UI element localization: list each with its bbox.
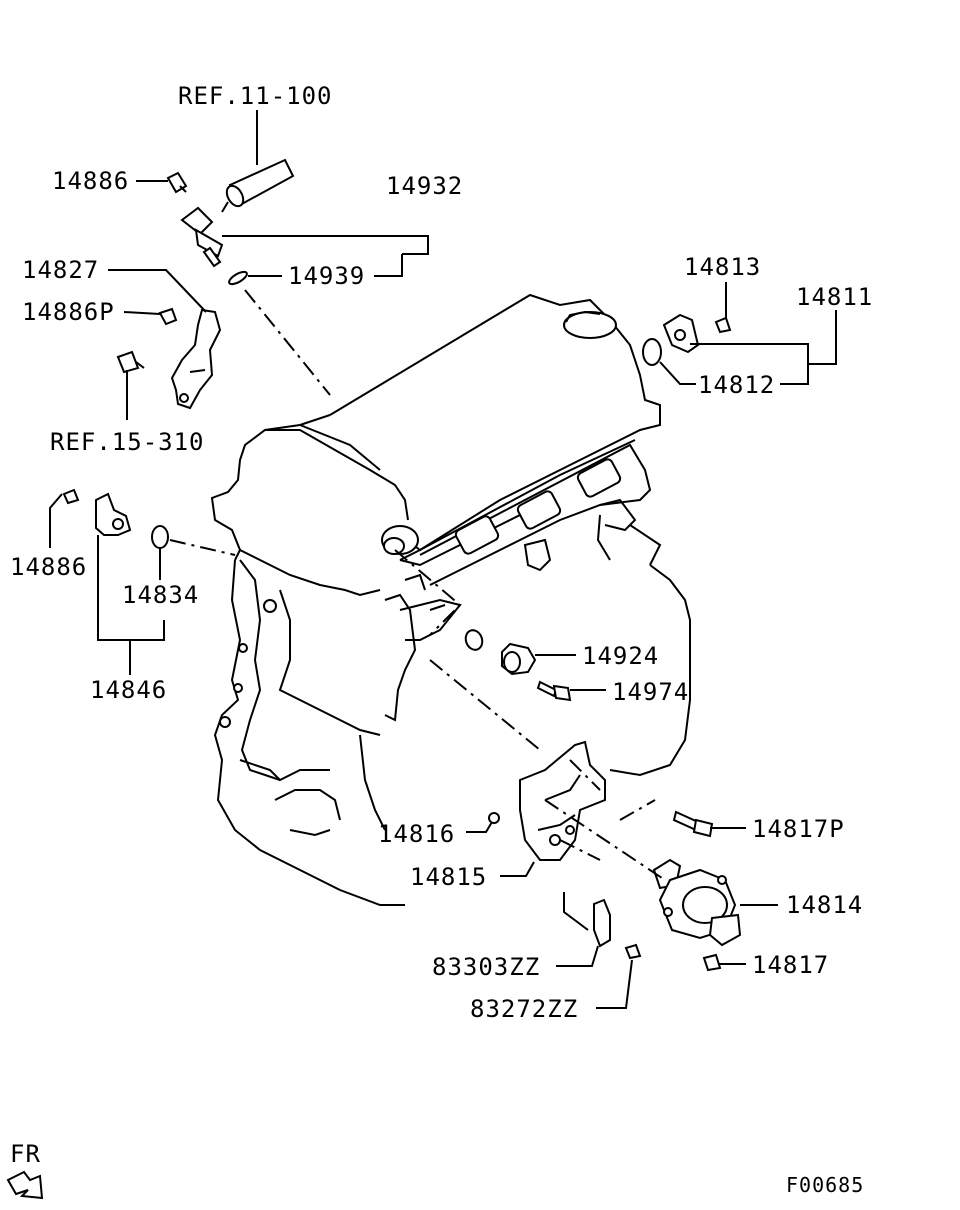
figure-code: F00685 — [786, 1173, 864, 1197]
label-14813: 14813 — [684, 253, 761, 281]
front-arrow-icon — [6, 1170, 44, 1200]
label-14932: 14932 — [386, 172, 463, 200]
stud-ref-15-310 — [116, 350, 145, 374]
oil-filler-cap — [563, 311, 617, 339]
bolt-14817P — [672, 810, 714, 838]
knock-sensor-14924 — [501, 642, 537, 676]
bolt-14813 — [714, 316, 732, 334]
label-14816: 14816 — [378, 820, 455, 848]
bolt-14886-top — [166, 171, 188, 194]
bolt-14886P — [158, 307, 178, 326]
engine-block — [210, 293, 691, 906]
bolt-14974 — [536, 680, 572, 702]
label-14886P: 14886P — [22, 298, 115, 326]
label-14827: 14827 — [22, 256, 99, 284]
egr-valve-14814 — [652, 858, 742, 947]
label-14974: 14974 — [612, 678, 689, 706]
label-14886-left: 14886 — [10, 553, 87, 581]
direction-label: FR — [10, 1140, 41, 1168]
bolt-14886-left — [62, 488, 80, 505]
sensor-14811 — [662, 313, 700, 354]
o-ring-14939 — [228, 270, 248, 286]
label-14939: 14939 — [288, 262, 365, 290]
label-14834: 14834 — [122, 581, 199, 609]
o-ring-14812 — [642, 338, 662, 366]
label-14811: 14811 — [796, 283, 873, 311]
clip-83272ZZ — [624, 943, 642, 960]
label-14817: 14817 — [752, 951, 829, 979]
o-ring-14834 — [151, 525, 169, 549]
leader-lines — [49, 110, 837, 1009]
sensor-14846 — [95, 492, 132, 536]
label-83272ZZ: 83272ZZ — [470, 995, 578, 1023]
clip-83303ZZ — [593, 898, 611, 948]
sensor-14932 — [180, 206, 224, 268]
label-14886-top: 14886 — [52, 167, 129, 195]
bracket-14827 — [170, 308, 222, 410]
label-ref-15-310: REF.15-310 — [50, 428, 205, 456]
label-14846: 14846 — [90, 676, 167, 704]
label-14814: 14814 — [786, 891, 863, 919]
label-14924: 14924 — [582, 642, 659, 670]
label-ref-11-100: REF.11-100 — [178, 82, 333, 110]
label-83303ZZ: 83303ZZ — [432, 953, 540, 981]
label-14812: 14812 — [698, 371, 775, 399]
nut-14816 — [488, 812, 500, 824]
egr-bracket-14815 — [519, 740, 606, 861]
bolt-14817 — [702, 953, 722, 972]
label-14817P: 14817P — [752, 815, 845, 843]
label-14815: 14815 — [410, 863, 487, 891]
sealant-tube — [221, 158, 295, 213]
